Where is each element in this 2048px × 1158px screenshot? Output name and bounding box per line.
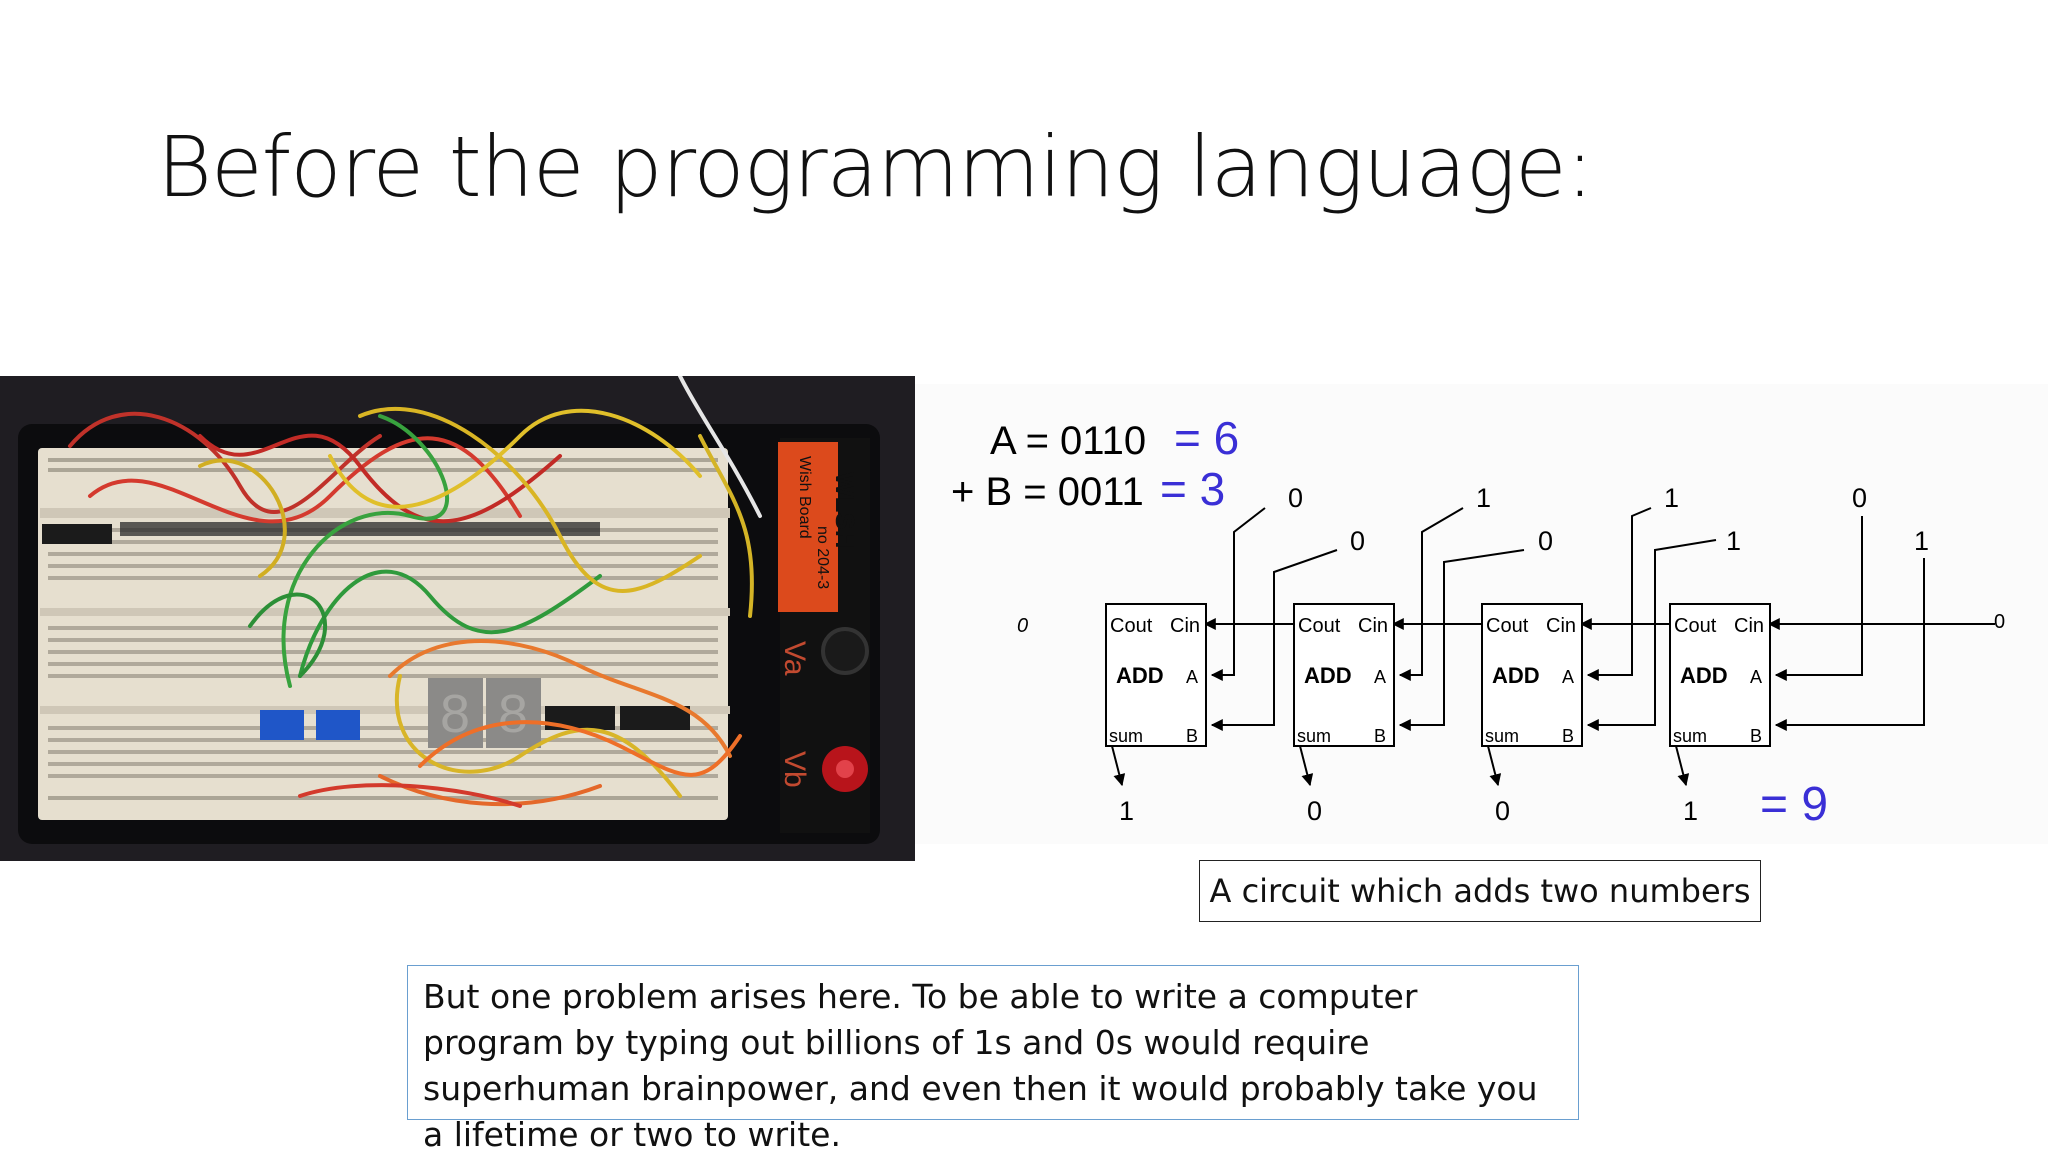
equation-b-value: = 3	[1160, 463, 1225, 515]
adder-block-1: Cout Cin ADD A sum B	[1105, 603, 1207, 747]
pin-cout: Cout	[1110, 615, 1153, 637]
pin-b: B	[1750, 726, 1762, 746]
adder-3-input-b: 1	[1726, 526, 1741, 556]
ribbon-strip	[120, 522, 600, 536]
adder-4-input-a: 0	[1852, 483, 1867, 513]
adder-3-input-a: 1	[1664, 483, 1679, 513]
pin-cout: Cout	[1298, 615, 1341, 637]
dip-switches	[260, 710, 360, 740]
pin-cin: Cin	[1358, 615, 1388, 637]
black-terminal	[821, 627, 869, 675]
pin-sum: sum	[1109, 726, 1143, 746]
pin-b: B	[1186, 726, 1198, 746]
adder-label: ADD	[1680, 663, 1728, 688]
adder-block-3: Cout Cin ADD A sum B	[1481, 603, 1583, 747]
adder-block-4: Cout Cin ADD A sum B	[1669, 603, 1771, 747]
diagram-caption: A circuit which adds two numbers	[1199, 860, 1761, 922]
pin-cin: Cin	[1170, 615, 1200, 637]
pin-cin: Cin	[1546, 615, 1576, 637]
pin-a: A	[1562, 667, 1574, 687]
carry-out-value: 0	[1017, 615, 1028, 637]
adder-2-sum: 0	[1307, 796, 1322, 826]
board-label-name: Wish Board	[796, 456, 813, 539]
adder-2-input-b: 0	[1538, 526, 1553, 556]
board-label-wlsh: WLSH	[830, 472, 860, 549]
svg-text:8: 8	[498, 684, 528, 744]
adder-3-sum: 0	[1495, 796, 1510, 826]
adder-4-input-b: 1	[1914, 526, 1929, 556]
board-label-plate	[778, 442, 838, 612]
slide-title: Before the programming language:	[157, 118, 1594, 216]
breadboard-photo: 8 8 WLSH Wish Board no 204	[0, 376, 915, 861]
pin-cin: Cin	[1734, 615, 1764, 637]
carry-in-value: 0	[1994, 611, 2005, 633]
jumper-wires	[68, 376, 762, 808]
jack-label-vb: Vb	[778, 751, 811, 788]
ic-chip	[620, 706, 690, 730]
board-label-number: no 204-3	[814, 526, 831, 589]
pin-sum: sum	[1297, 726, 1331, 746]
result-value: = 9	[1760, 778, 1828, 831]
pin-a: A	[1186, 667, 1198, 687]
pin-cout: Cout	[1486, 615, 1529, 637]
pin-sum: sum	[1485, 726, 1519, 746]
pin-sum: sum	[1673, 726, 1707, 746]
adder-label: ADD	[1116, 663, 1164, 688]
adder-label: ADD	[1492, 663, 1540, 688]
adder-4-sum: 1	[1683, 796, 1698, 826]
equation-a: A = 0110	[990, 419, 1146, 463]
explanation-note: But one problem arises here. To be able …	[407, 965, 1579, 1154]
ic-chip	[42, 524, 112, 544]
adder-1-input-b: 0	[1350, 526, 1365, 556]
equation-b: + B = 0011	[951, 470, 1144, 514]
seven-segment-displays: 8 8	[428, 678, 541, 748]
pin-a: A	[1750, 667, 1762, 687]
equation-a-value: = 6	[1174, 412, 1239, 464]
pin-b: B	[1374, 726, 1386, 746]
pin-a: A	[1374, 667, 1386, 687]
adder-label: ADD	[1304, 663, 1352, 688]
adder-1-sum: 1	[1119, 796, 1134, 826]
adder-1-input-a: 0	[1288, 483, 1303, 513]
pin-cout: Cout	[1674, 615, 1717, 637]
jack-label-va: Va	[778, 641, 811, 676]
pin-b: B	[1562, 726, 1574, 746]
adder-block-2: Cout Cin ADD A sum B	[1293, 603, 1395, 747]
adder-2-input-a: 1	[1476, 483, 1491, 513]
